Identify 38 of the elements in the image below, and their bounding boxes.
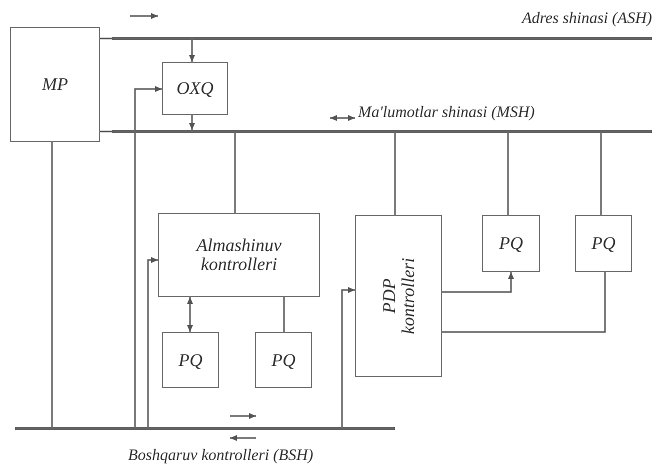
block-label: PQ (272, 350, 296, 370)
connector-line (100, 130, 112, 132)
block-box (482, 215, 540, 272)
connector-line (134, 86, 162, 427)
connector-line (51, 142, 53, 427)
connector-line (394, 133, 396, 215)
block-label: PQ (178, 350, 202, 370)
connector-line (189, 40, 195, 62)
connector-line (100, 38, 112, 40)
block-box (162, 62, 228, 115)
connector-line (189, 115, 195, 130)
block-box (255, 332, 312, 388)
bus-line (15, 427, 395, 430)
bus-label: Ma'lumotlar shinasi (MSH) (358, 104, 535, 122)
block-box (162, 332, 219, 388)
block-box (575, 215, 632, 272)
block-label: Almashinuv kontrolleri (194, 236, 282, 274)
connector-line (341, 287, 355, 427)
connector-line (442, 272, 606, 333)
connector-line (283, 297, 285, 332)
bus-label: Adres shinasi (ASH) (522, 10, 652, 28)
connector-line (507, 133, 509, 215)
block-label: PQ (592, 234, 616, 253)
block-label: OXQ (176, 79, 214, 98)
block-label: PDP kontrolleri (380, 256, 418, 336)
connector-line (442, 272, 514, 293)
connector-line (187, 297, 193, 332)
block-label: MP (42, 75, 68, 94)
block-box (355, 215, 442, 377)
bus-line (112, 130, 652, 133)
block-label: PQ (499, 234, 523, 253)
bus-label: Boshqaruv kontrolleri (BSH) (128, 447, 314, 465)
block-box (10, 27, 100, 142)
bus-line (112, 37, 652, 40)
connector-line (234, 133, 236, 213)
connector-line (147, 257, 158, 427)
block-box (158, 213, 320, 297)
connector-line (600, 133, 602, 215)
